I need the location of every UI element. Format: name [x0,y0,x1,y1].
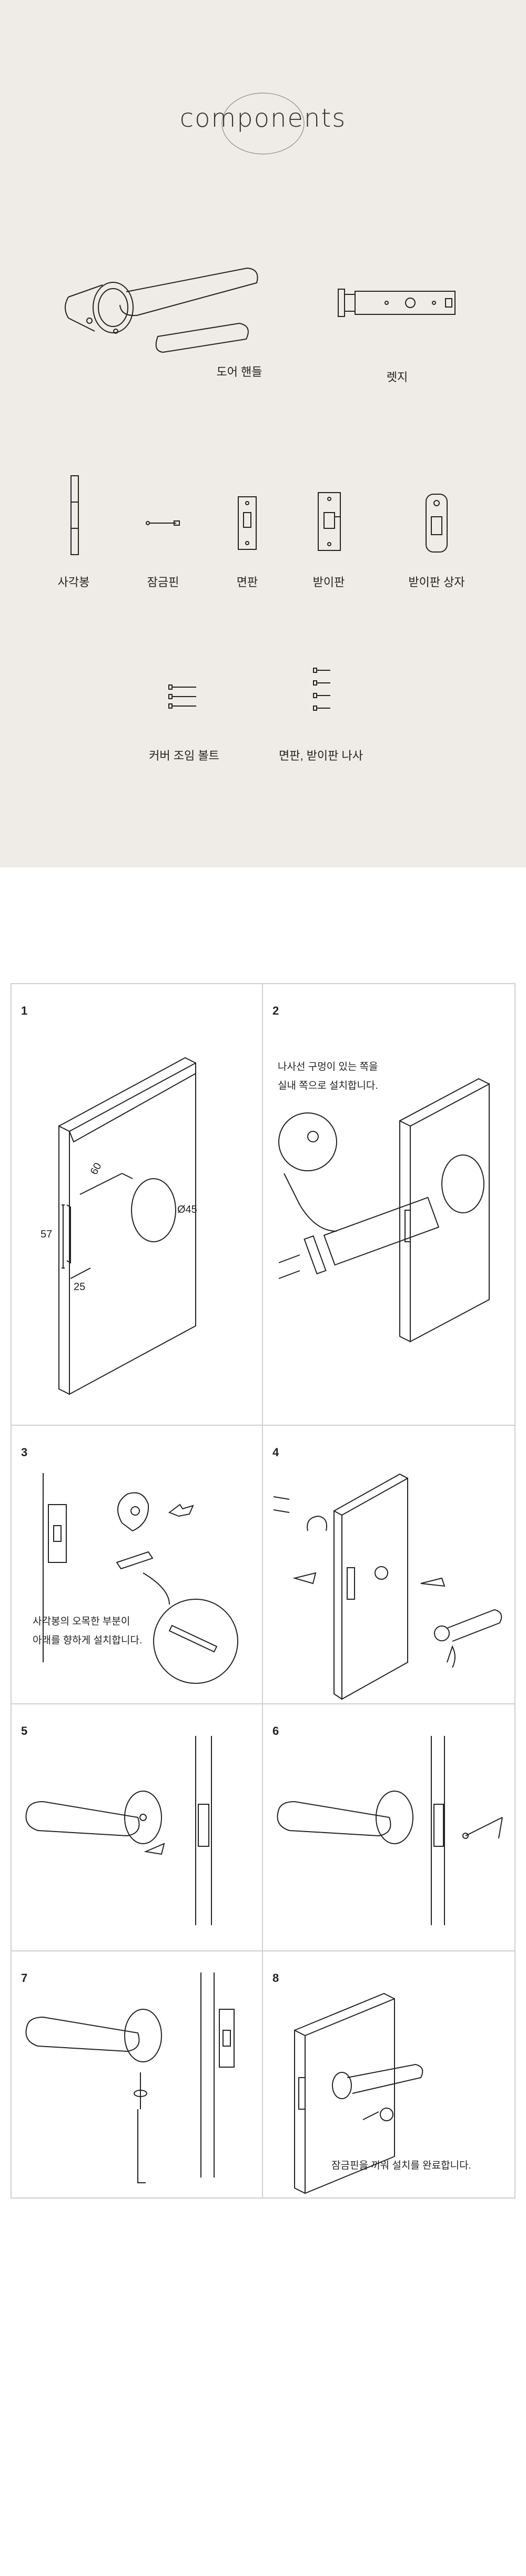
face-plate-label: 면판 [236,576,258,589]
cover-bolts-label: 커버 조임 볼트 [149,749,219,762]
components-title: components [179,104,347,133]
step-number: 6 [272,1724,279,1737]
strike-box-illustration [426,494,448,553]
door-handle-part: 도어 핸들 [58,258,268,379]
strike-plate-part: 받이판 [300,471,358,589]
step-3-note: 사각봉의 오목한 부분이 아래를 향하게 설치합니다. [33,1612,142,1650]
cover-bolts-part: 커버 조임 볼트 [134,660,234,762]
note-line: 사각봉의 오목한 부분이 [33,1616,130,1627]
screws-part: 면판, 받이판 나사 [268,660,373,762]
strike-box-part: 받이판 상자 [400,471,473,589]
note-line: 아래를 향하게 설치합니다. [33,1635,143,1646]
step-2-note: 나사선 구멍이 있는 쪽을 실내 쪽으로 설치합니다. [278,1058,378,1096]
step-2-panel: 2 나사선 구멍이 있는 쪽을 실내 쪽으로 설치합니다. [263,984,515,1426]
step-number: 1 [21,1004,28,1017]
step-number: 8 [272,1971,279,1985]
strike-box-label: 받이판 상자 [408,576,465,589]
step-5-panel: 5 [11,1704,263,1951]
step-number: 7 [21,1971,28,1985]
note-line: 실내 쪽으로 설치합니다. [278,1080,378,1091]
edge-width-dimension: 25 [74,1281,86,1293]
tighten-handle-illustration [25,1736,212,1925]
face-plate-part: 면판 [224,471,271,589]
edge-height-dimension: 57 [41,1229,53,1240]
latch-install-illustration [278,1078,490,1343]
step-4-panel: 4 [263,1426,515,1704]
square-bar-illustration [70,475,79,555]
screws-illustration [313,668,330,711]
title-ellipse-decoration [221,93,305,155]
strike-plate-label: 받이판 [312,576,345,589]
face-plate-illustration [238,496,257,550]
lock-pin-part: 잠금핀 [134,471,192,589]
step-1-panel: 1 60 Ø45 57 25 [11,984,263,1426]
step-6-panel: 6 [263,1704,515,1951]
lock-pin-label: 잠금핀 [147,576,179,589]
note-line: 나사선 구멍이 있는 쪽을 [278,1061,378,1072]
fix-other-side-illustration [277,1736,503,1925]
latch-label: 렛지 [386,371,408,384]
bolt-tighten-illustration [25,1972,235,2183]
square-bar-label: 사각봉 [57,576,90,589]
step-number: 3 [21,1446,28,1459]
square-bar-part: 사각봉 [50,471,97,589]
square-bar-install-illustration [43,1473,238,1684]
bore-diameter-dimension: Ø45 [177,1204,197,1215]
step-number: 2 [272,1004,279,1017]
handle-assembly-illustration [273,1473,502,1700]
step-3-panel: 3 사각봉의 오목한 부분이 아래를 향하게 설치합니다. [11,1426,263,1704]
components-section: components 도어 핸들 [0,0,526,867]
door-bore-illustration [58,1057,196,1395]
step-number: 5 [21,1724,28,1737]
components-heading: components [158,92,368,166]
strike-plate-illustration [318,492,341,551]
step-number: 4 [272,1446,279,1459]
door-handle-label: 도어 핸들 [216,365,262,379]
cover-bolts-illustration [168,684,196,709]
door-handle-illustration [65,267,258,353]
complete-install-illustration [294,1992,423,2194]
screws-label: 면판, 받이판 나사 [278,749,363,762]
installation-steps: 1 60 Ø45 57 25 2 나사선 구멍이 있는 쪽을 [11,983,515,2413]
latch-part: 렛지 [329,273,466,384]
latch-illustration [338,289,456,317]
step-8-panel: 8 잠금핀을 끼워 설치를 완료합니다. [263,1951,515,2199]
step-7-panel: 7 [11,1951,263,2199]
lock-pin-illustration [146,520,180,526]
step-8-note: 잠금핀을 끼워 설치를 완료합니다. [331,2160,471,2171]
